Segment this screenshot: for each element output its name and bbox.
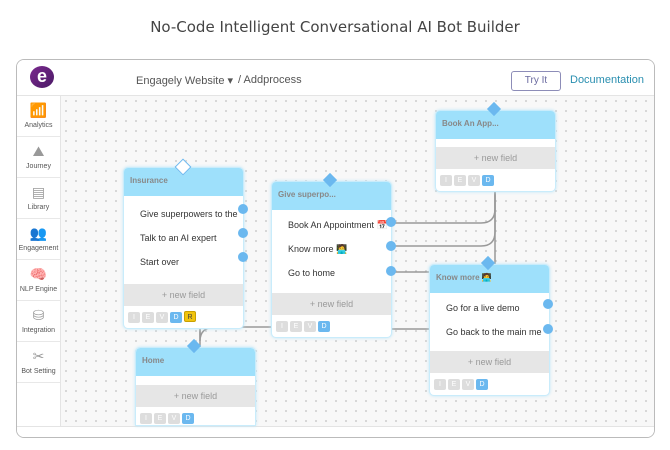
brain-icon: 🧠 — [29, 266, 48, 282]
badge-e[interactable]: E — [142, 312, 154, 323]
output-port[interactable] — [238, 252, 248, 262]
engagement-icon: 👥 — [29, 225, 48, 241]
sidebar-item-engagement[interactable]: 👥 Engagement — [17, 219, 60, 260]
node-know-more[interactable]: Know more 🧑‍💻 Go for a live demo Go back… — [429, 264, 550, 396]
node-title: Home — [136, 348, 255, 376]
node-insurance[interactable]: Insurance Give superpowers to the Talk t… — [123, 167, 244, 329]
option-row[interactable]: Go back to the main me — [446, 327, 542, 337]
new-field-button[interactable]: + new field — [124, 284, 243, 306]
badge-i[interactable]: I — [440, 175, 452, 186]
badge-d[interactable]: D — [476, 379, 488, 390]
option-row[interactable]: Give superpowers to the — [140, 209, 238, 219]
option-row[interactable]: Start over — [140, 257, 180, 267]
page-title: No-Code Intelligent Conversational AI Bo… — [150, 18, 520, 36]
new-field-button[interactable]: + new field — [272, 293, 391, 315]
label: Engagement — [18, 245, 59, 252]
caret-down-icon: ▾ — [227, 75, 234, 87]
sidebar-item-library[interactable]: ▤ Library — [17, 178, 60, 219]
node-title: Insurance — [124, 168, 243, 196]
sidebar: 📶 Analytics ⛰ Journey ▤ Library 👥 Engagement… — [17, 96, 61, 426]
badge-e[interactable]: E — [454, 175, 466, 186]
database-icon: ⛁ — [32, 307, 45, 323]
library-icon: ▤ — [31, 184, 46, 200]
option-row[interactable]: Know more 🧑‍💻 — [288, 244, 348, 254]
sidebar-item-integration[interactable]: ⛁ Integration — [17, 301, 60, 342]
output-port[interactable] — [386, 266, 396, 276]
badge-v[interactable]: V — [462, 379, 474, 390]
sidebar-item-bot-setting[interactable]: ✂ Bot Setting — [17, 342, 60, 383]
label: Journey — [26, 163, 51, 170]
label: Bot Setting — [21, 368, 56, 375]
label: Analytics — [24, 122, 53, 129]
badge-v[interactable]: V — [156, 312, 168, 323]
output-port[interactable] — [386, 241, 396, 251]
badge-i[interactable]: I — [140, 413, 152, 424]
sidebar-item-journey[interactable]: ⛰ Journey — [17, 137, 60, 178]
sidebar-item-nlp-engine[interactable]: 🧠 NLP Engine — [17, 260, 60, 301]
output-port[interactable] — [543, 324, 553, 334]
badge-r[interactable]: R — [184, 311, 196, 322]
workspace-label: Engagely Website — [136, 75, 225, 87]
badge-d[interactable]: D — [182, 413, 194, 424]
documentation-link[interactable]: Documentation — [570, 74, 644, 86]
badge-d[interactable]: D — [482, 175, 494, 186]
output-port[interactable] — [543, 299, 553, 309]
output-port[interactable] — [238, 228, 248, 238]
breadcrumb: / Addprocess — [238, 74, 302, 86]
badge-e[interactable]: E — [154, 413, 166, 424]
new-field-button[interactable]: + new field — [436, 147, 555, 169]
badge-i[interactable]: I — [276, 321, 288, 332]
option-row[interactable]: Go for a live demo — [446, 303, 520, 313]
new-field-button[interactable]: + new field — [136, 385, 255, 407]
workspace-dropdown[interactable]: Engagely Website ▾ — [136, 74, 233, 87]
node-give-superpowers[interactable]: Give superpo... Book An Appointment 📅 Kn… — [271, 181, 392, 338]
output-port[interactable] — [386, 217, 396, 227]
badge-v[interactable]: V — [168, 413, 180, 424]
label: NLP Engine — [19, 286, 58, 293]
badge-d[interactable]: D — [170, 312, 182, 323]
badge-e[interactable]: E — [448, 379, 460, 390]
badge-i[interactable]: I — [128, 312, 140, 323]
sidebar-item-analytics[interactable]: 📶 Analytics — [17, 96, 60, 137]
badge-v[interactable]: V — [468, 175, 480, 186]
node-title: Give superpo... — [272, 182, 391, 210]
horizontal-scrollbar[interactable] — [17, 426, 654, 437]
tools-icon: ✂ — [32, 348, 45, 364]
engagely-logo[interactable]: e — [30, 66, 54, 88]
header: e Engagely Website ▾ / Addprocess Try It… — [17, 60, 654, 96]
badge-e[interactable]: E — [290, 321, 302, 332]
badge-d[interactable]: D — [318, 321, 330, 332]
badge-i[interactable]: I — [434, 379, 446, 390]
analytics-icon: 📶 — [29, 102, 48, 118]
node-title: Book An App... — [436, 111, 555, 139]
new-field-button[interactable]: + new field — [430, 351, 549, 373]
option-row[interactable]: Go to home — [288, 268, 336, 278]
node-title: Know more 🧑‍💻 — [430, 265, 549, 293]
journey-icon: ⛰ — [32, 143, 45, 159]
option-row[interactable]: Talk to an AI expert — [140, 233, 217, 243]
option-row[interactable]: Book An Appointment 📅 — [288, 220, 388, 230]
badge-v[interactable]: V — [304, 321, 316, 332]
try-it-button[interactable]: Try It — [511, 71, 561, 91]
label: Library — [27, 204, 50, 211]
label: Integration — [21, 327, 56, 334]
output-port[interactable] — [238, 204, 248, 214]
